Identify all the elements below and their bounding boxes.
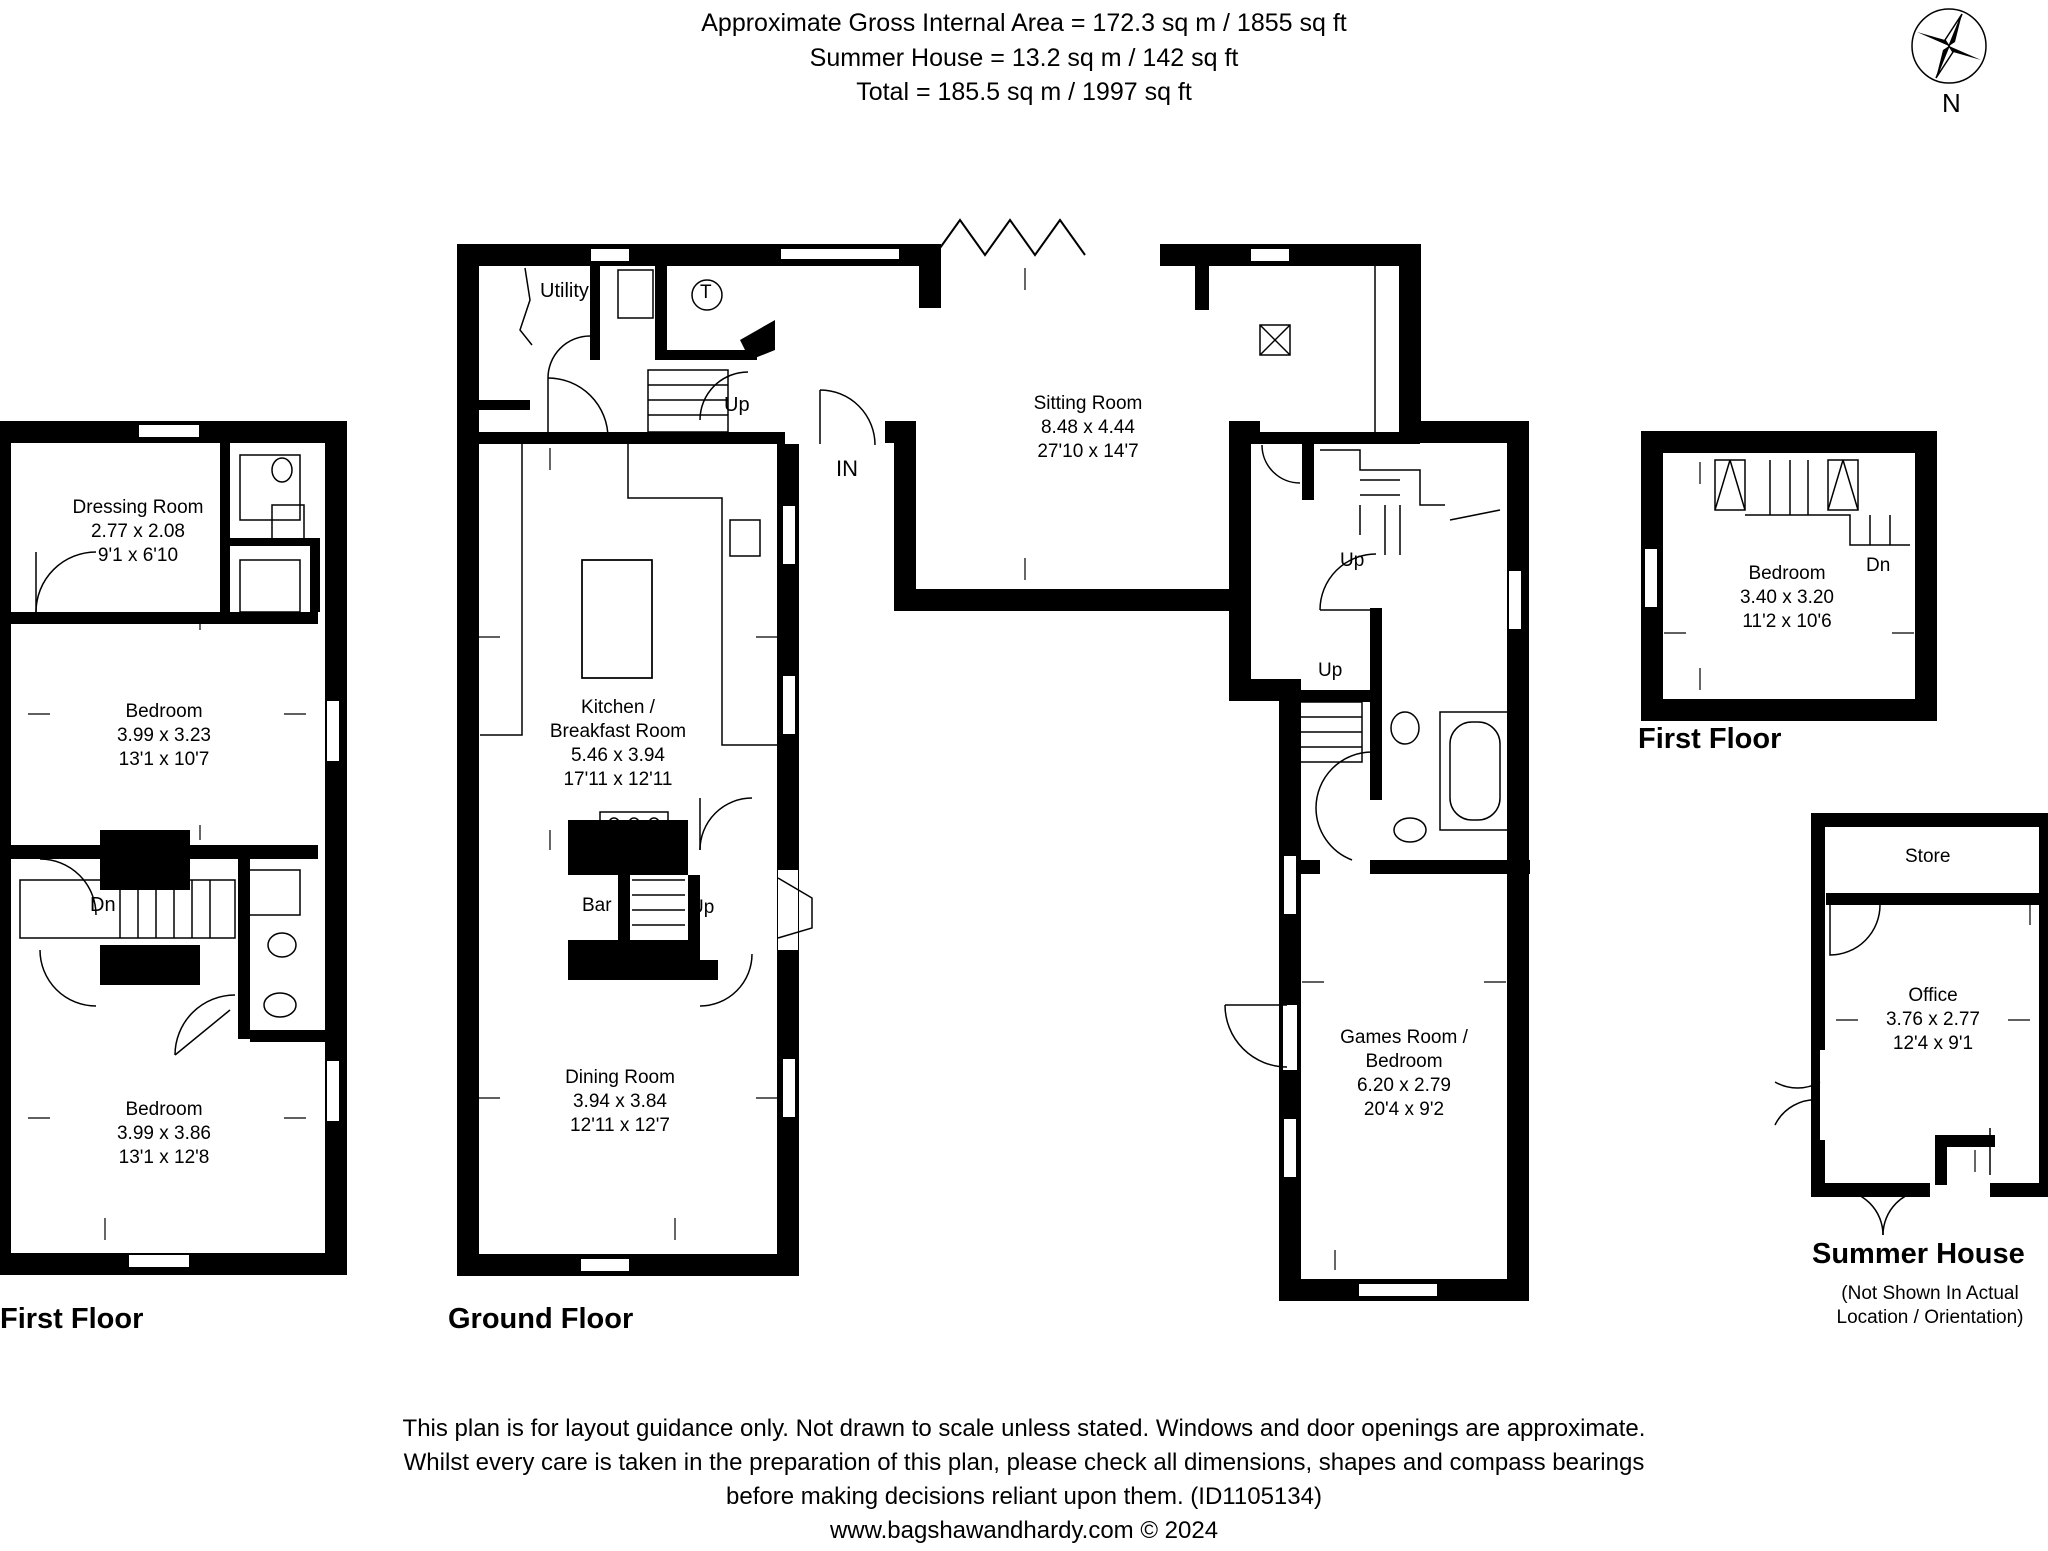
room-games: Games Room / Bedroom 6.20 x 2.79 20'4 x …	[1340, 1026, 1468, 1122]
floor-title-first-left: First Floor	[0, 1303, 144, 1335]
room-imperial: 13'1 x 10'7	[118, 749, 210, 770]
utility-label: Utility	[540, 280, 589, 302]
room-imperial: 12'4 x 9'1	[1892, 1033, 1974, 1054]
room-metric: 3.94 x 3.84	[572, 1091, 668, 1112]
room-kitchen: Kitchen / Breakfast Room 5.46 x 3.94 17'…	[550, 696, 686, 792]
store-label: Store	[1905, 846, 1951, 867]
room-imperial: 27'10 x 14'7	[1037, 441, 1139, 462]
summer-house-note-1: (Not Shown In Actual	[1841, 1283, 2019, 1304]
stair-dn-label-left: Dn	[90, 894, 116, 916]
first-floor-right-plan	[1641, 431, 1937, 721]
floor-title-summer-house: Summer House	[1812, 1238, 2025, 1270]
stair-up-label-games: Up	[1318, 660, 1343, 681]
summer-house-plan	[1774, 813, 2048, 1236]
room-dining: Dining Room 3.94 x 3.84 12'11 x 12'7	[565, 1066, 675, 1138]
room-metric: 3.99 x 3.86	[116, 1123, 212, 1144]
room-name-2: Breakfast Room	[549, 721, 687, 742]
disclaimer-line-1: This plan is for layout guidance only. N…	[402, 1415, 1646, 1442]
room-office: Office 3.76 x 2.77 12'4 x 9'1	[1886, 984, 1980, 1056]
room-imperial: 12'11 x 12'7	[570, 1115, 670, 1136]
room-bedroom-2: Bedroom 3.99 x 3.86 13'1 x 12'8	[117, 1098, 211, 1170]
total-area-text: Total = 185.5 sq m / 1997 sq ft	[856, 78, 1192, 106]
tank-label: T	[700, 282, 712, 303]
room-metric: 3.40 x 3.20	[1739, 587, 1835, 608]
floor-title-ground: Ground Floor	[448, 1303, 634, 1335]
room-name: Sitting Room	[1033, 393, 1143, 414]
room-name: Bedroom	[125, 1099, 203, 1120]
room-metric: 3.99 x 3.23	[116, 725, 212, 746]
stair-up-label-kitchen: Up	[690, 897, 715, 918]
room-metric: 5.46 x 3.94	[570, 745, 666, 766]
ground-floor-plan	[457, 218, 1530, 1301]
disclaimer-line-3: before making decisions reliant upon the…	[726, 1483, 1322, 1510]
stair-dn-label-right: Dn	[1866, 555, 1891, 576]
stair-up-label-utility: Up	[724, 394, 750, 416]
bar-label: Bar	[582, 895, 612, 916]
room-metric: 2.77 x 2.08	[90, 521, 186, 542]
room-sitting: Sitting Room 8.48 x 4.44 27'10 x 14'7	[1034, 392, 1143, 464]
room-name: Dining Room	[565, 1067, 675, 1088]
room-bedroom-1: Bedroom 3.99 x 3.23 13'1 x 10'7	[117, 700, 211, 772]
room-imperial: 11'2 x 10'6	[1742, 611, 1832, 632]
floor-title-first-right: First Floor	[1638, 723, 1782, 755]
first-floor-left-plan	[0, 421, 347, 1275]
room-name-1: Kitchen /	[581, 697, 655, 718]
room-imperial: 17'11 x 12'11	[563, 769, 673, 790]
summer-house-area-text: Summer House = 13.2 sq m / 142 sq ft	[809, 44, 1239, 72]
compass-north-label: N	[1942, 88, 1961, 118]
disclaimer-line-2: Whilst every care is taken in the prepar…	[403, 1449, 1645, 1476]
room-name: Dressing Room	[72, 497, 204, 518]
room-name: Office	[1908, 985, 1958, 1006]
website-copyright: www.bagshawandhardy.com © 2024	[829, 1517, 1219, 1544]
room-imperial: 9'1 x 6'10	[97, 545, 179, 566]
room-imperial: 13'1 x 12'8	[118, 1147, 210, 1168]
room-name-1: Games Room /	[1340, 1027, 1468, 1048]
summer-house-note-2: Location / Orientation)	[1836, 1307, 2024, 1328]
stair-up-label-east: Up	[1340, 550, 1365, 571]
gross-area-text: Approximate Gross Internal Area = 172.3 …	[701, 9, 1347, 37]
compass-icon	[1911, 8, 1987, 84]
room-metric: 3.76 x 2.77	[1885, 1009, 1981, 1030]
room-name: Bedroom	[125, 701, 203, 722]
room-imperial: 20'4 x 9'2	[1363, 1099, 1445, 1120]
room-dressing: Dressing Room 2.77 x 2.08 9'1 x 6'10	[73, 496, 204, 568]
room-metric: 8.48 x 4.44	[1040, 417, 1136, 438]
room-name-2: Bedroom	[1365, 1051, 1443, 1072]
room-metric: 6.20 x 2.79	[1356, 1075, 1452, 1096]
room-bedroom-3: Bedroom 3.40 x 3.20 11'2 x 10'6	[1740, 562, 1834, 634]
room-name: Bedroom	[1748, 563, 1826, 584]
entrance-in-label: IN	[836, 456, 858, 481]
